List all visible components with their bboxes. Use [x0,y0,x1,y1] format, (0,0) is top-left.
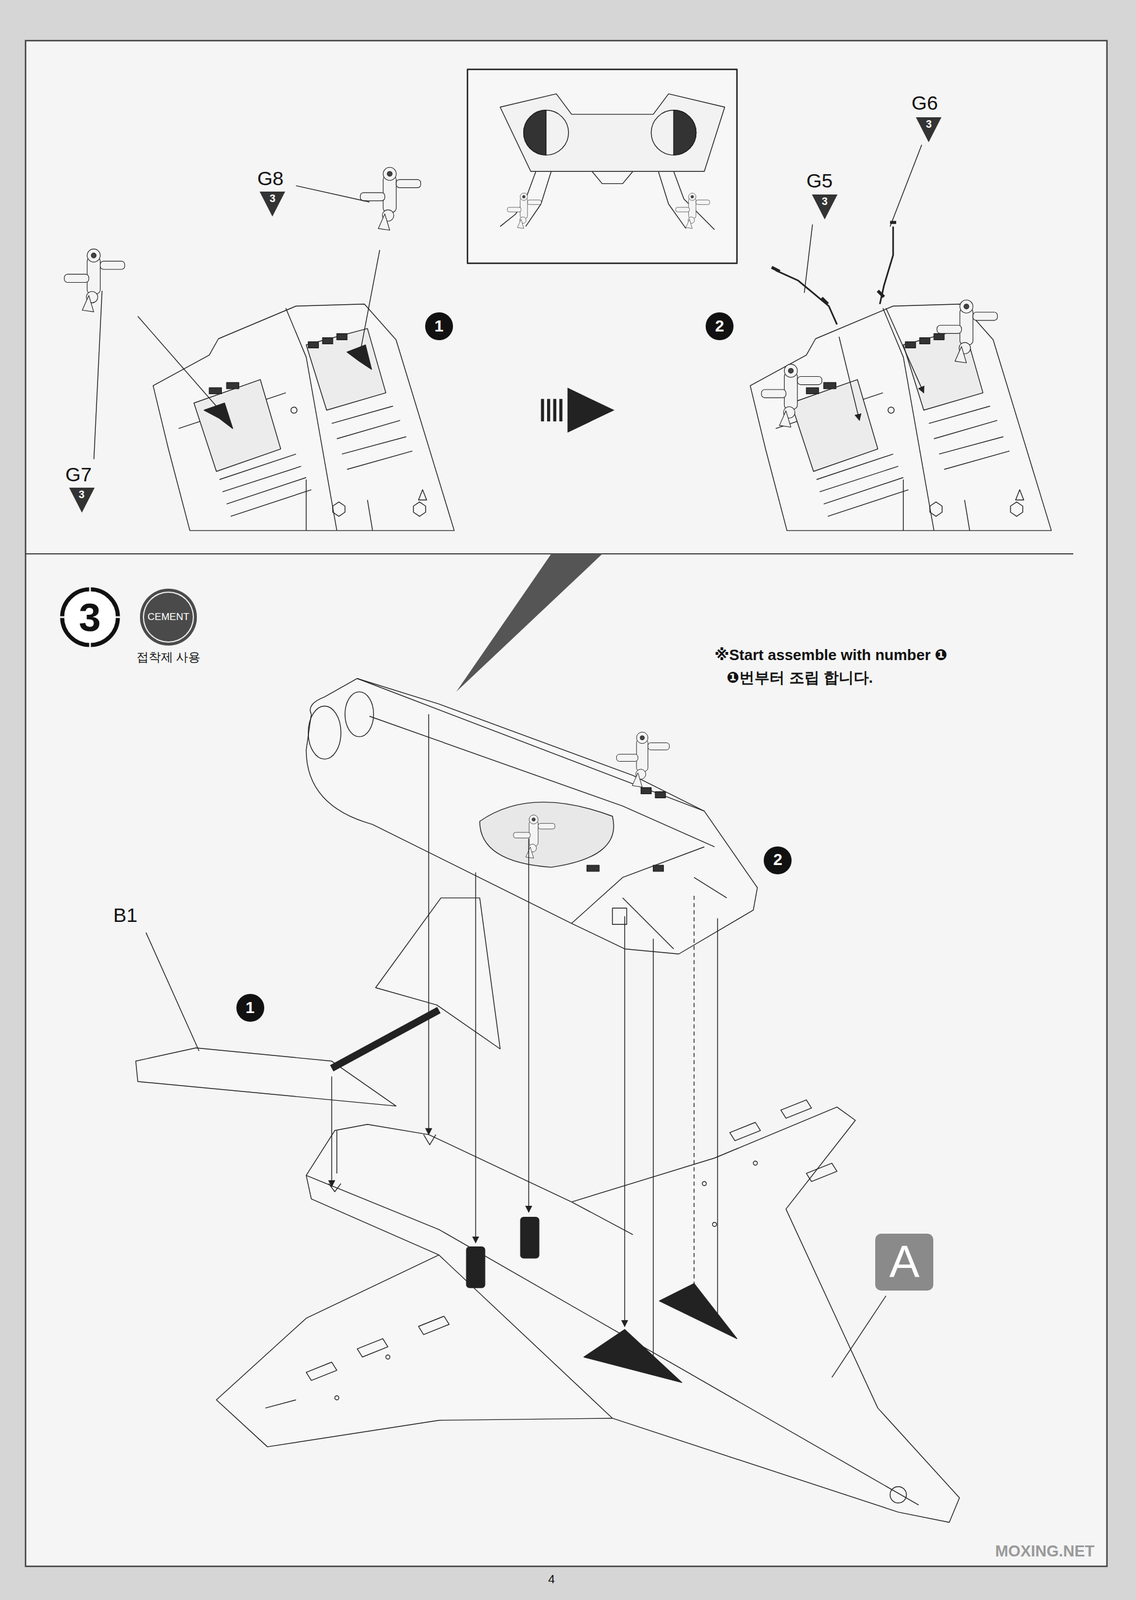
part-triangle: 3 [811,194,838,220]
leader-line [831,1296,886,1379]
step-circle: 3 [59,586,121,649]
step-number: 3 [78,595,102,640]
seat-part [936,300,998,363]
leader-line [890,145,922,228]
callout-circle: 2 [763,846,792,875]
detail-inset [467,69,738,264]
upper-fuselage-part [306,678,758,955]
cement-text: CEMENT [139,588,197,646]
page-frame [25,40,1107,1567]
cement-badge: CEMENT 접착제 사용 [136,588,201,664]
assembly-drawing [64,69,1052,1524]
part-name: G7 [65,463,92,487]
watermark: MOXING.NET [995,1543,1095,1562]
cockpit-part [153,304,455,531]
step-arrow [540,387,615,433]
divider-line [25,553,1074,555]
part-name: G5 [806,169,833,193]
runner-number: 3 [811,194,838,208]
part-triangle: 3 [69,487,95,513]
part-box: A [875,1234,934,1292]
part-name: G6 [911,91,938,115]
seat-part [360,167,421,230]
callout-number: 1 [245,999,255,1018]
part-triangle: 3 [915,117,942,143]
part-name: G8 [257,167,284,190]
callout-circle: 2 [705,312,734,341]
page-number: 4 [548,1572,556,1587]
callout-circle: 1 [425,312,454,341]
part-letter: A [889,1237,920,1288]
seat-part [761,364,822,427]
leader-line [94,290,103,460]
note-text: ❶번부터 조립 합니다. [726,669,873,688]
callout-number: 1 [434,317,444,336]
leader-line [145,932,199,1052]
callout-number: 2 [773,851,783,870]
note-text: 접착제 사용 [136,650,201,664]
callout-number: 2 [714,317,725,336]
lower-fuselage-part [216,1100,960,1524]
runner-number: 3 [69,487,95,502]
cockpit-part [750,304,1052,531]
detail-pointer [456,554,603,692]
seat-part [64,249,125,312]
callout-circle: 1 [236,994,265,1023]
tail-part [135,898,501,1107]
runner-number: 3 [259,191,286,206]
runner-number: 3 [915,117,942,131]
leader-line [804,224,813,294]
leader-line [296,185,370,203]
part-name: B1 [113,904,138,927]
part-triangle: 3 [259,191,286,217]
note-text: ※Start assemble with number ❶ [714,646,948,665]
assembly-arrow [331,714,718,1373]
